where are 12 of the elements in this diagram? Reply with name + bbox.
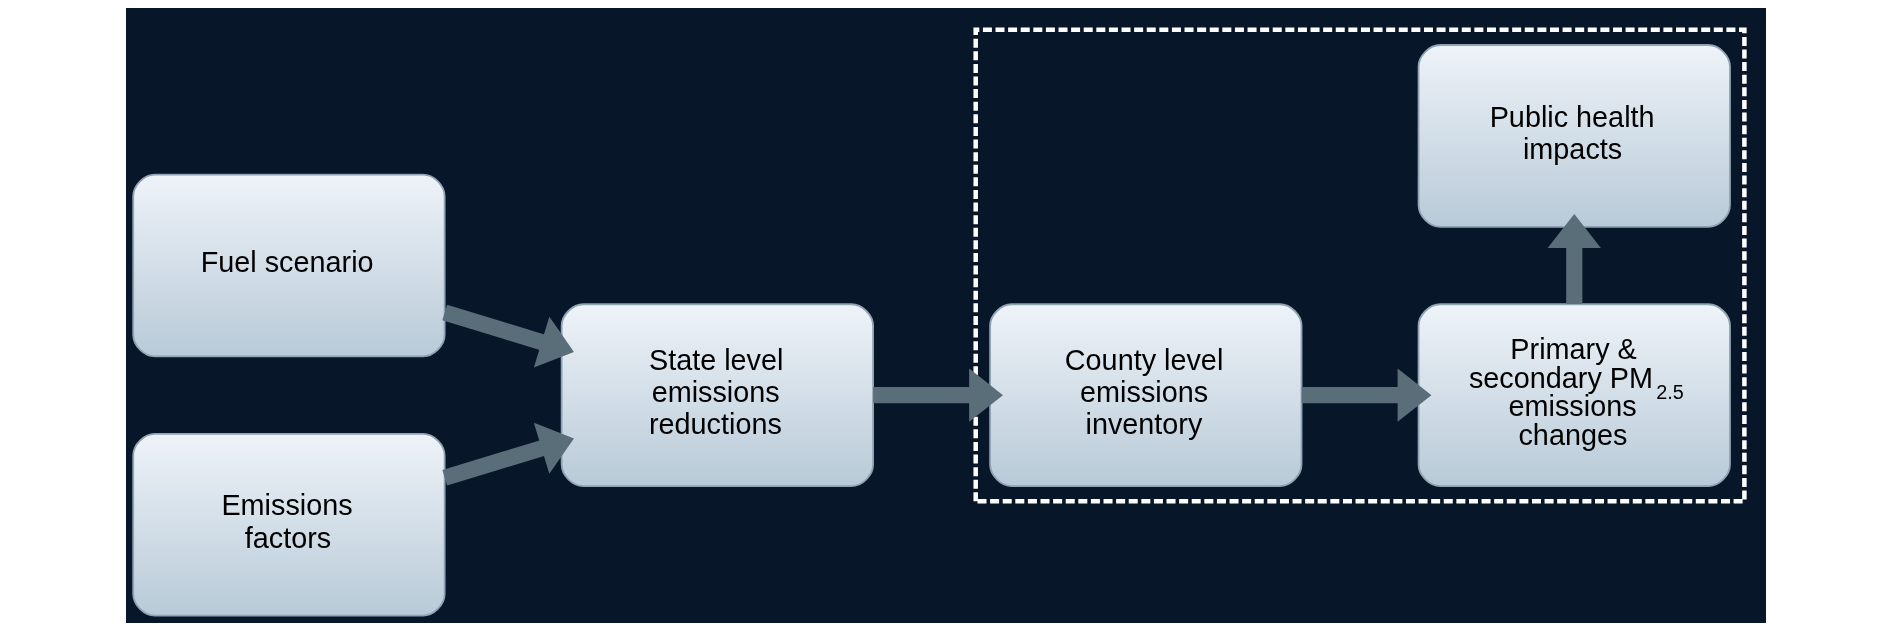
arrow bbox=[872, 368, 1003, 422]
arrow bbox=[441, 304, 574, 368]
arrow bbox=[1301, 368, 1431, 422]
node-box: State level emissions reductions bbox=[560, 303, 874, 487]
arrow bbox=[1547, 214, 1601, 305]
node-box: Fuel scenario bbox=[131, 173, 446, 358]
cluster bbox=[972, 27, 1747, 504]
node-box: Primary & secondary PM$_{2.5}$ emissions changes bbox=[1417, 303, 1731, 487]
node-box: Emissions factors bbox=[131, 432, 446, 617]
arrow bbox=[441, 422, 574, 486]
node-box: Public health impacts bbox=[1417, 44, 1731, 228]
node-box: County level emissions inventory bbox=[988, 303, 1302, 487]
